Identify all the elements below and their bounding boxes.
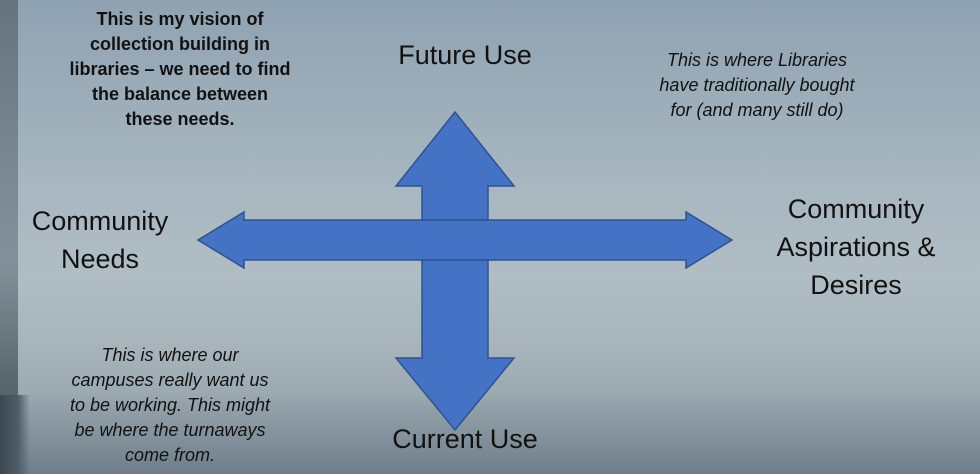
axis-label-community-needs-line2: Needs [60, 244, 140, 274]
axis-label-community-aspirations-line3: Desires [810, 270, 902, 300]
note-vision-line: This is my vision of [96, 9, 264, 29]
note-traditional-buying: This is where Libraries have traditional… [612, 48, 902, 123]
note-vision-line: libraries – we need to find [69, 59, 291, 79]
note-traditional-buying-line: have traditionally bought [659, 75, 855, 95]
note-campus-wants-line: campuses really want us [71, 370, 269, 390]
axis-label-community-aspirations-line1: Community [787, 194, 925, 224]
axis-label-future-use: Future Use [398, 40, 532, 70]
note-vision-line: collection building in [90, 34, 270, 54]
note-vision: This is my vision of collection building… [40, 7, 320, 132]
arrow-center-junction [423, 221, 487, 259]
note-campus-wants-line: be where the turnaways [74, 420, 266, 440]
note-traditional-buying-line: for (and many still do) [670, 100, 844, 120]
note-vision-line: these needs. [125, 109, 235, 129]
note-campus-wants: This is where our campuses really want u… [20, 343, 320, 468]
axis-label-community-needs: Community Needs [0, 204, 200, 276]
note-traditional-buying-line: This is where Libraries [666, 50, 848, 70]
axis-label-community-aspirations: Community Aspirations & Desires [732, 192, 980, 302]
note-vision-line: the balance between [91, 84, 269, 104]
background-sea [0, 392, 980, 474]
background-rock [0, 0, 18, 474]
note-campus-wants-line: This is where our [101, 345, 239, 365]
axis-label-community-needs-line1: Community [31, 206, 169, 236]
note-campus-wants-line: to be working. This might [69, 395, 271, 415]
background-rock-base [0, 395, 30, 474]
axis-label-community-aspirations-line2: Aspirations & [776, 232, 936, 262]
note-campus-wants-line: come from. [124, 445, 216, 465]
vertical-double-arrow [394, 110, 516, 432]
axis-label-current-use: Current Use [392, 424, 538, 454]
